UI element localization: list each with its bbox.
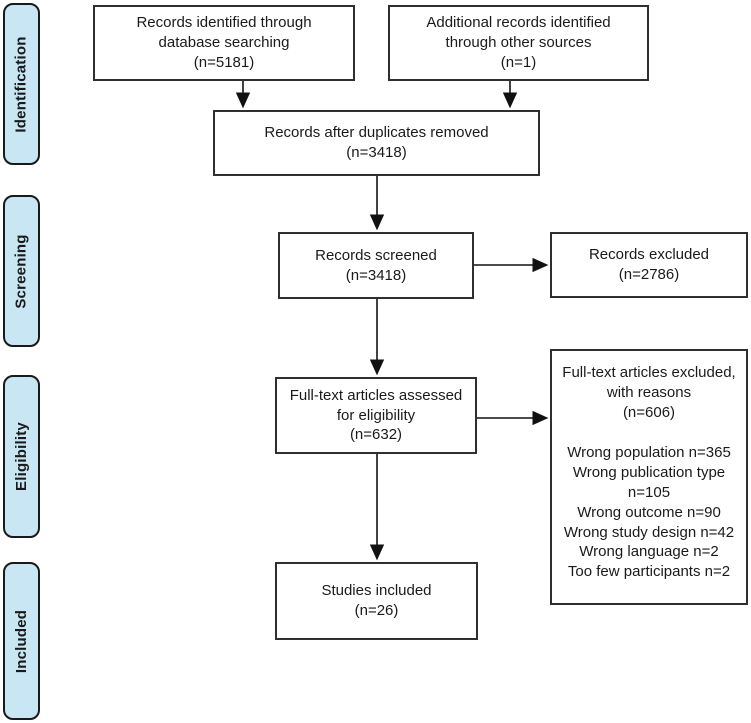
stage-label-included: Included (3, 562, 40, 720)
box-line: (n=3418) (346, 144, 407, 161)
stage-label-identification: Identification (3, 3, 40, 165)
box-line: through other sources (445, 34, 592, 52)
box-line: Records excluded (588, 246, 710, 264)
box-additional-records: Additional records identified through ot… (388, 5, 649, 81)
stage-label-text: Screening (13, 233, 31, 309)
box-line: Studies included (321, 582, 432, 600)
exclusion-reason: Wrong publication type n=105 (572, 464, 726, 501)
exclusion-reasons-list: Wrong population n=365 Wrong publication… (558, 443, 740, 582)
exclusion-reason: Too few participants n=2 (567, 563, 731, 581)
box-line: (n=26) (354, 602, 399, 619)
box-line: Additional records identified (426, 14, 611, 32)
box-line: with reasons (606, 383, 692, 401)
box-line: database searching (158, 34, 290, 52)
box-line: Records screened (315, 246, 437, 264)
box-studies-included: Studies included (n=26) (275, 562, 478, 640)
box-fulltext-assessed: Full-text articles assessed for eligibil… (275, 377, 477, 454)
exclusion-reason: Wrong language n=2 (579, 543, 719, 561)
box-records-excluded: Records excluded (n=2786) (550, 232, 748, 298)
box-records-screened: Records screened (n=3418) (278, 232, 474, 299)
box-line: Records identified through (136, 14, 312, 32)
box-records-identified: Records identified through database sear… (93, 5, 355, 81)
box-line: Full-text articles assessed (289, 386, 463, 404)
box-fulltext-excluded: Full-text articles excluded, with reason… (550, 349, 748, 605)
box-line: (n=1) (500, 53, 537, 71)
box-line: (n=606) (622, 403, 676, 421)
box-line: (n=3418) (345, 266, 407, 284)
stage-label-text: Identification (13, 35, 31, 133)
exclusion-reason: Wrong study design n=42 (563, 523, 735, 541)
box-line: Records after duplicates removed (264, 124, 489, 142)
box-line: (n=2786) (618, 266, 680, 283)
box-line: for eligibility (336, 406, 416, 424)
stage-label-screening: Screening (3, 195, 40, 347)
stage-label-eligibility: Eligibility (3, 375, 40, 538)
stage-label-text: Eligibility (13, 422, 30, 491)
exclusion-reason: Wrong outcome n=90 (577, 503, 721, 521)
fulltext-excluded-heading: Full-text articles excluded, with reason… (562, 363, 735, 422)
box-line: (n=5181) (193, 53, 255, 71)
box-line: (n=632) (349, 426, 403, 444)
box-duplicates-removed: Records after duplicates removed (n=3418… (213, 110, 540, 176)
stage-label-text: Included (13, 609, 30, 673)
box-line: Full-text articles excluded, (562, 364, 736, 381)
exclusion-reason: Wrong population n=365 (567, 444, 731, 462)
